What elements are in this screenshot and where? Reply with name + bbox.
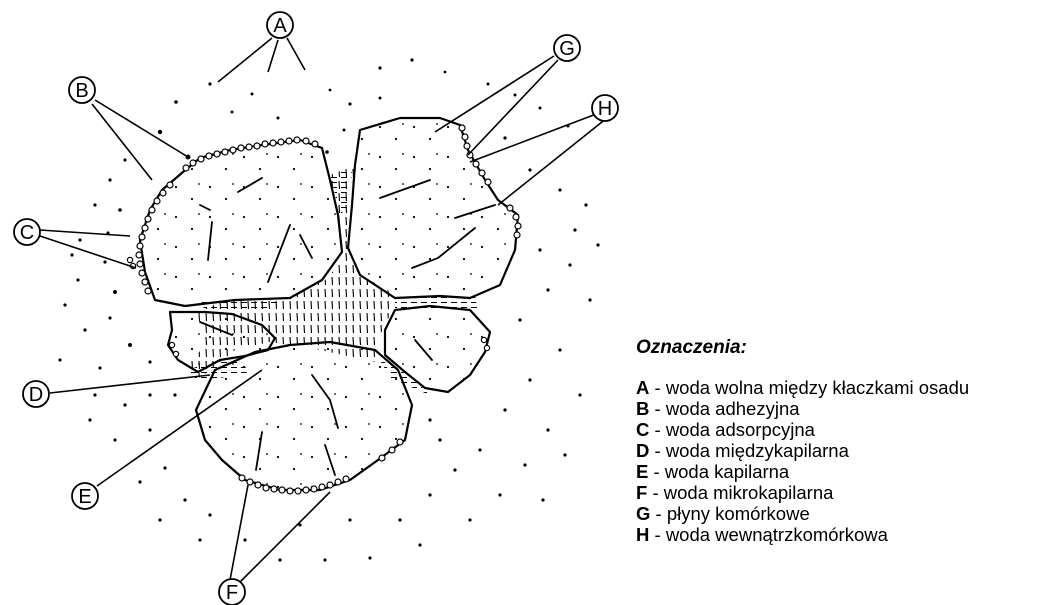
legend-letter: H: [636, 524, 649, 545]
legend-item: H - woda wewnątrzkomórkowa: [636, 524, 1061, 545]
sludge-floc-diagram: A B C D E F G H: [0, 0, 620, 605]
legend-text: - woda międzykapilarna: [649, 440, 848, 461]
legend-item: C - woda adsorpcyjna: [636, 419, 1061, 440]
legend-list: A - woda wolna między kłaczkami osadu B …: [636, 377, 1061, 545]
legend-title: Oznaczenia:: [636, 337, 1061, 359]
legend-item: F - woda mikrokapilarna: [636, 482, 1061, 503]
label-g: G: [554, 35, 580, 61]
particle-upper-right: [348, 118, 518, 298]
label-b: B: [69, 77, 95, 103]
legend-item: A - woda wolna między kłaczkami osadu: [636, 377, 1061, 398]
legend-letter: C: [636, 419, 649, 440]
svg-text:G: G: [559, 38, 575, 60]
svg-text:E: E: [78, 486, 91, 508]
svg-text:H: H: [598, 98, 612, 120]
svg-text:F: F: [226, 582, 238, 604]
legend-item: G - płyny komórkowe: [636, 503, 1061, 524]
svg-text:A: A: [273, 15, 287, 37]
legend-item: B - woda adhezyjna: [636, 398, 1061, 419]
legend-letter: B: [636, 398, 649, 419]
legend-letter: F: [636, 482, 647, 503]
label-f: F: [219, 579, 245, 605]
label-d: D: [23, 381, 49, 407]
particle-upper-left: [140, 140, 342, 306]
legend-text: - woda adsorpcyjna: [649, 419, 815, 440]
svg-text:C: C: [20, 222, 34, 244]
legend-letter: E: [636, 461, 648, 482]
label-c: C: [14, 219, 40, 245]
legend-text: - woda adhezyjna: [649, 398, 799, 419]
legend-letter: A: [636, 377, 649, 398]
particle-bottom: [196, 342, 412, 490]
legend-letter: G: [636, 503, 650, 524]
legend: Oznaczenia: A - woda wolna między kłaczk…: [636, 337, 1061, 545]
legend-letter: D: [636, 440, 649, 461]
legend-text: - woda kapilarna: [648, 461, 789, 482]
label-h: H: [592, 95, 618, 121]
legend-text: - woda wolna między kłaczkami osadu: [649, 377, 969, 398]
label-e: E: [72, 483, 98, 509]
svg-text:D: D: [29, 384, 43, 406]
legend-item: E - woda kapilarna: [636, 461, 1061, 482]
legend-item: D - woda międzykapilarna: [636, 440, 1061, 461]
legend-text: - woda mikrokapilarna: [647, 482, 833, 503]
label-a: A: [267, 12, 293, 38]
legend-text: - płyny komórkowe: [650, 503, 809, 524]
legend-text: - woda wewnątrzkomórkowa: [649, 524, 888, 545]
svg-text:B: B: [75, 80, 88, 102]
